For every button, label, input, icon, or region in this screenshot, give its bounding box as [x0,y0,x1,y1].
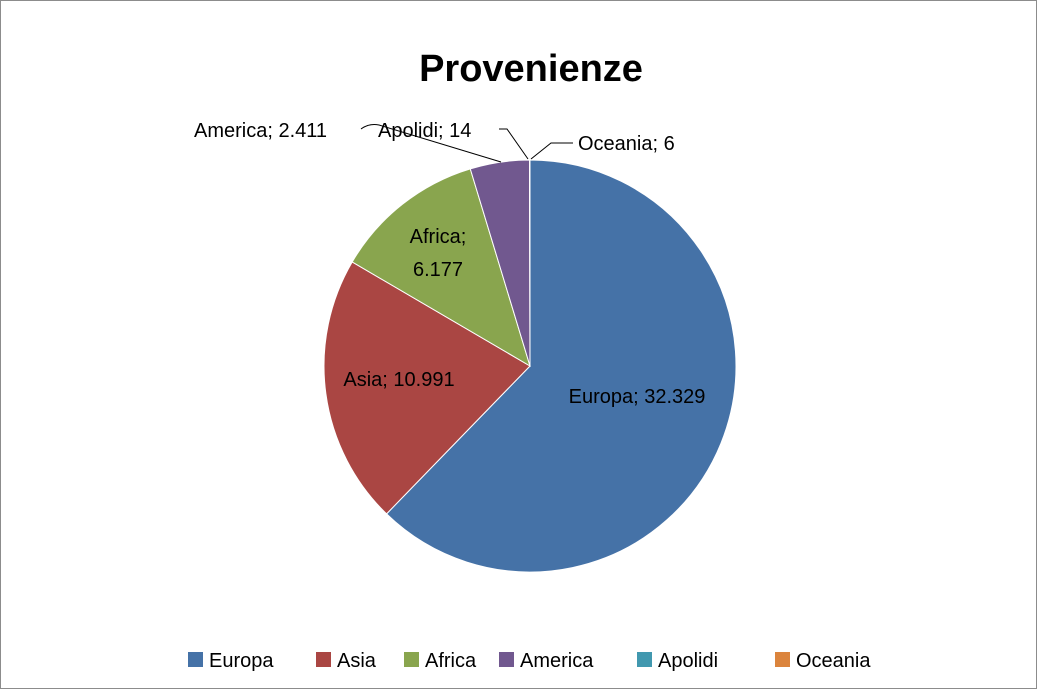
legend-swatch-africa [404,652,419,667]
legend-item-asia: Asia [316,650,377,672]
legend-label-america: America [520,650,594,672]
leader-line-america [360,124,502,163]
data-label-africa: Africa;6.177 [410,226,467,281]
legend-label-oceania: Oceania [796,650,871,672]
legend-item-europa: Europa [188,650,274,672]
slice-europa [385,159,737,573]
data-label-apolidi: Apolidi; 14 [378,120,471,142]
legend-swatch-oceania [775,652,790,667]
legend-swatch-asia [316,652,331,667]
data-label-europa: Europa; 32.329 [569,386,706,408]
legend-label-asia: Asia [337,650,377,672]
legend-item-africa: Africa [404,650,477,672]
legend-item-apolidi: Apolidi [637,650,718,672]
data-label-asia: Asia; 10.991 [343,369,454,391]
leader-line-oceania [530,142,573,160]
legend-item-oceania: Oceania [775,650,871,672]
pie-slices [323,159,737,573]
legend-label-europa: Europa [209,650,274,672]
slice-africa [351,168,531,368]
legend-item-america: America [499,650,594,672]
leader-lines [360,124,573,163]
legend-label-apolidi: Apolidi [658,650,718,672]
chart-title: Provenienze [419,48,643,90]
data-labels: Europa; 32.329 Asia; 10.991 Africa;6.177 Am… [194,120,705,408]
leader-line-apolidi [499,128,529,160]
data-label-america: America; 2.411 [194,120,327,142]
legend-swatch-apolidi [637,652,652,667]
legend-swatch-america [499,652,514,667]
slice-asia [323,261,531,515]
legend-swatch-europa [188,652,203,667]
data-label-oceania: Oceania; 6 [578,133,675,155]
legend: Europa Asia Africa America Apolidi Oceania [188,650,871,672]
legend-label-africa: Africa [425,650,477,672]
